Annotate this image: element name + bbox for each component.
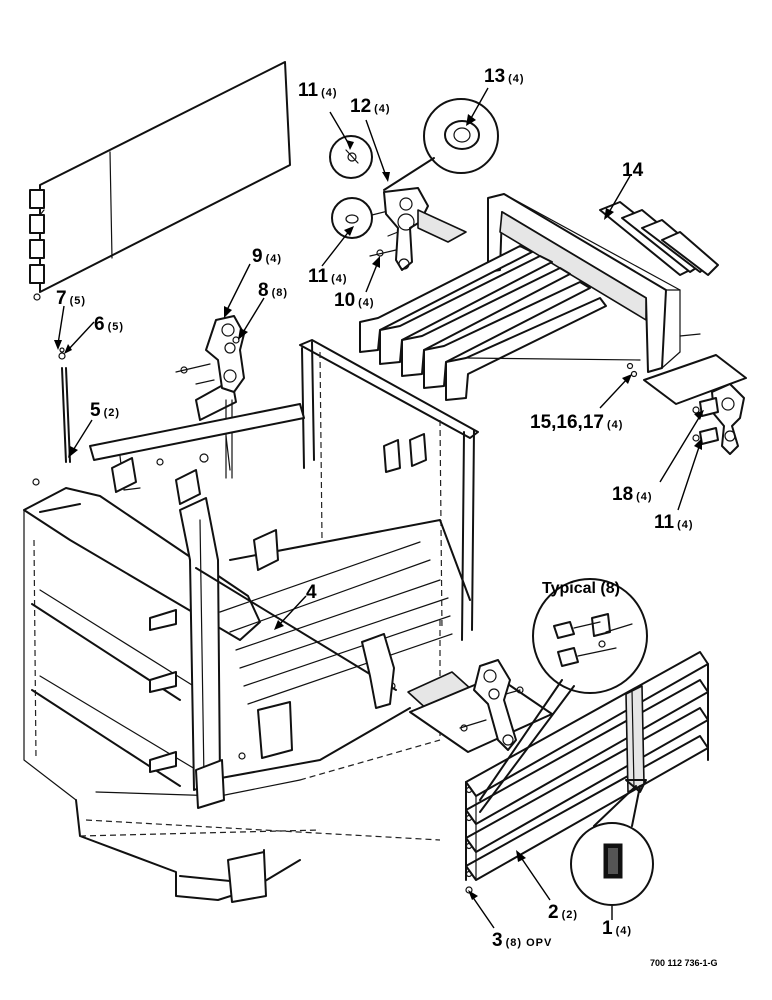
callout-5: 5(2): [90, 400, 120, 421]
callout-15-16-17: 15,16,17(4): [530, 412, 623, 433]
detail-circle-11-lower: [331, 197, 373, 239]
typical-label: Typical (8): [542, 580, 620, 597]
detail-circle-11-top: [329, 135, 373, 179]
right-hinge: [643, 354, 747, 455]
callout-7: 7(5): [56, 288, 86, 309]
callout-6: 6(5): [94, 314, 124, 335]
decal-detail: [570, 779, 654, 906]
left-center-hinge: [175, 315, 245, 479]
leader-lines: [54, 87, 704, 929]
callout-18: 18(4): [612, 484, 653, 505]
side-panel: [29, 61, 291, 301]
callout-8: 8(8): [258, 280, 288, 301]
callout-2: 2(2): [548, 902, 578, 923]
lower-center-hinge: [409, 659, 553, 753]
callout-12: 12(4): [350, 96, 391, 117]
main-frame: [23, 339, 479, 903]
typical-detail: Typical (8): [479, 578, 648, 813]
callout-13: 13(4): [484, 66, 525, 87]
callout-14: 14: [622, 160, 644, 181]
callout-4: 4: [306, 582, 317, 603]
drawing-number: 700 112 736-1-G: [650, 958, 718, 968]
rod-5: [58, 347, 71, 463]
callout-11-top: 11(4): [298, 80, 338, 101]
callout-1: 1(4): [602, 918, 632, 939]
callout-9: 9(4): [252, 246, 282, 267]
callout-labels: 13(4) 11(4) 12(4) 14 9(4) 11(4) 8(8) 7(5…: [56, 66, 718, 968]
callout-11-right: 11(4): [654, 512, 694, 533]
upper-hinge-assembly: [329, 98, 499, 271]
callout-11-lower: 11(4): [308, 266, 348, 287]
door-panel: [465, 651, 709, 894]
callout-10: 10(4): [334, 290, 375, 311]
callout-3: 3(8) OPV: [492, 930, 552, 951]
channel-assembly: [359, 193, 719, 401]
